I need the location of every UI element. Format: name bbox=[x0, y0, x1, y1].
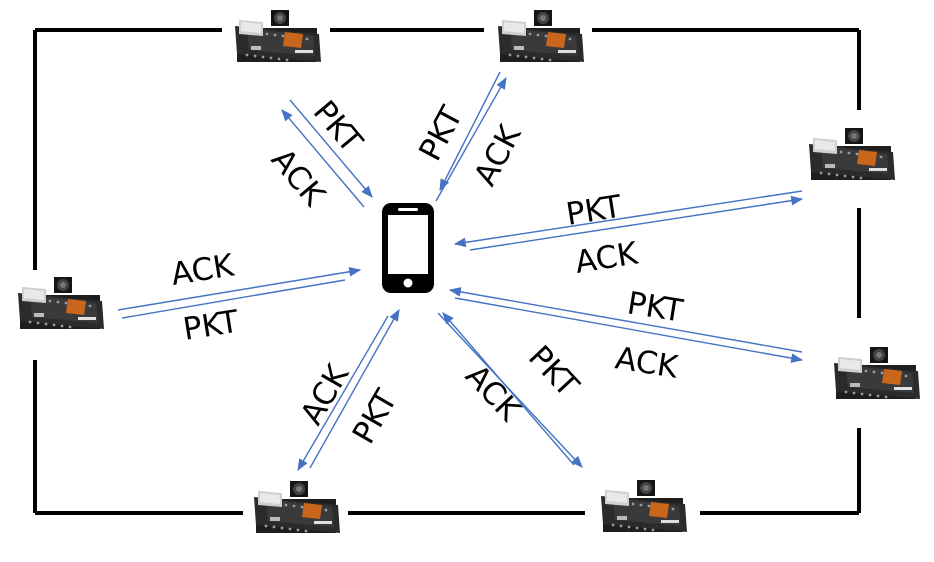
esp32-cam-board-icon bbox=[254, 481, 340, 533]
esp32-cam-board-icon bbox=[834, 347, 920, 399]
link-label-ack: ACK bbox=[458, 358, 528, 429]
link-label-ack: ACK bbox=[573, 235, 641, 280]
arrow-pkt-right-lower bbox=[448, 287, 803, 353]
link-label-pkt: PKT bbox=[181, 303, 243, 347]
smartphone-icon bbox=[382, 203, 434, 293]
arrow-ack-top-left bbox=[281, 109, 365, 208]
esp32-cam-board-icon bbox=[601, 480, 687, 532]
link-label-ack: ACK bbox=[294, 358, 357, 431]
arrow-ack-top-middle bbox=[439, 71, 501, 192]
link-label-ack: ACK bbox=[613, 340, 681, 385]
link-label-pkt: PKT bbox=[521, 339, 586, 405]
arrow-pkt-bottom-left bbox=[309, 308, 400, 469]
arrow-ack-bottom-right bbox=[442, 312, 575, 466]
arrow-ack-right-lower bbox=[454, 297, 804, 363]
esp32-cam-board-icon bbox=[235, 10, 321, 62]
link-label-pkt: PKT bbox=[346, 383, 405, 450]
link-label-ack: ACK bbox=[169, 247, 237, 292]
arrow-ack-left bbox=[121, 279, 346, 319]
network-boundary-frame bbox=[33, 28, 861, 515]
arrow-pkt-right-upper bbox=[469, 195, 804, 251]
arrow-ack-right-upper bbox=[453, 190, 803, 248]
esp32-cam-board-icon bbox=[18, 277, 104, 329]
arrow-pkt-left bbox=[117, 267, 362, 311]
esp32-cam-board-icon bbox=[809, 128, 895, 180]
esp32-cam-board-icon bbox=[498, 10, 584, 62]
arrow-pkt-top-left bbox=[289, 99, 373, 198]
link-label-ack: ACK bbox=[264, 142, 332, 214]
link-label-pkt: PKT bbox=[564, 188, 626, 232]
arrow-ack-bottom-left bbox=[297, 315, 389, 472]
link-label-pkt: PKT bbox=[625, 285, 687, 329]
